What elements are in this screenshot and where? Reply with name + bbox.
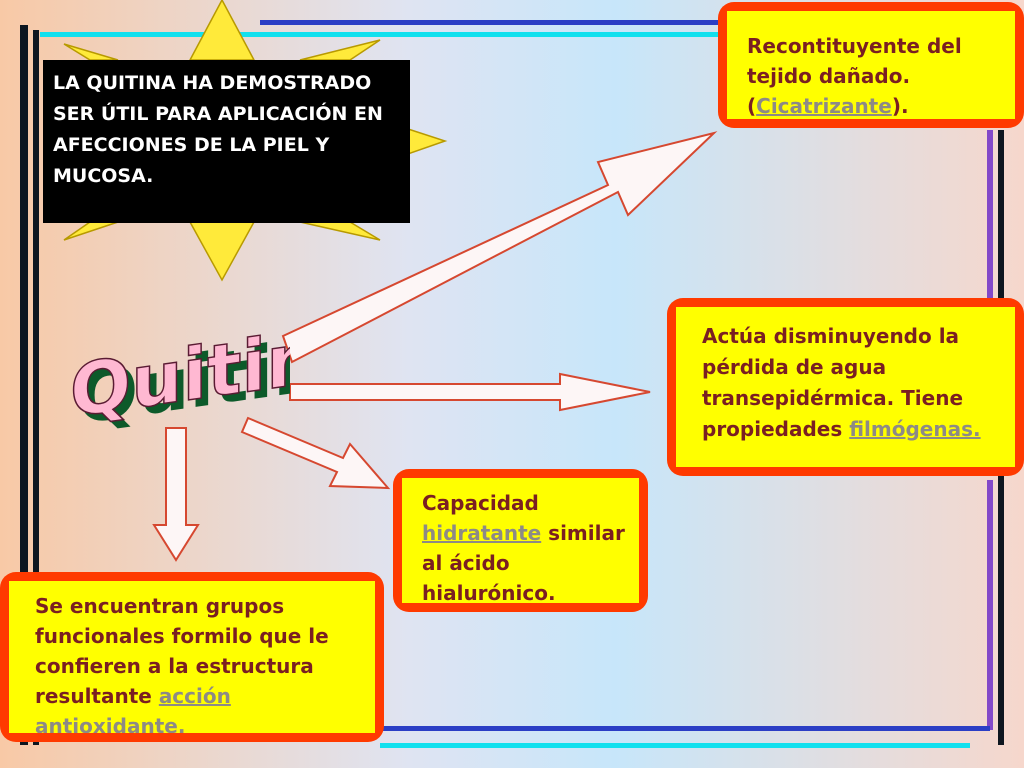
card-cicatrizante-body: Recontituyente del tejido dañado. (Cicat… (727, 11, 1015, 119)
card-cicatrizante: Recontituyente del tejido dañado. (Cicat… (718, 2, 1024, 128)
card-cicatrizante-text2: ). (891, 94, 909, 118)
card-agua-transepidermica: Actúa disminuyendo la pérdida de agua tr… (667, 298, 1024, 476)
card-capacidad-hidratante: Capacidad hidratante similar al ácido hi… (393, 469, 648, 612)
frame-top-cyan (40, 32, 730, 37)
card-antioxidante-text1: Se encuentran grupos funcionales formilo… (35, 594, 329, 708)
filmogenas-link[interactable]: filmógenas. (849, 417, 981, 441)
quitina-title: Quitina Quitina (69, 320, 290, 440)
card-capacidad-hidratante-body: Capacidad hidratante similar al ácido hi… (402, 478, 639, 603)
callout-box: LA QUITINA HA DEMOSTRADO SER ÚTIL PARA A… (43, 60, 410, 223)
quitina-text: Quitina (70, 320, 290, 435)
cicatrizante-link[interactable]: Cicatrizante (756, 94, 892, 118)
card-agua-transepidermica-body: Actúa disminuyendo la pérdida de agua tr… (676, 307, 1015, 467)
frame-right-purple-low (987, 480, 993, 730)
arrow-to-hidratacion-piel (289, 372, 651, 412)
card-agua-text1: Actúa disminuyendo la pérdida de agua tr… (702, 324, 964, 441)
card-accion-antioxidante: Se encuentran grupos funcionales formilo… (0, 572, 384, 742)
card-capacidad-text1: Capacidad (422, 491, 539, 515)
frame-bottom-blue (380, 726, 990, 731)
arrow-to-cicatrizante (281, 131, 718, 364)
hidratante-link[interactable]: hidratante (422, 521, 542, 545)
arrow-to-capacidad-hidratante (240, 416, 391, 490)
frame-bottom-cyan (380, 743, 970, 748)
frame-top-blue (260, 20, 740, 25)
callout-text: LA QUITINA HA DEMOSTRADO SER ÚTIL PARA A… (53, 72, 383, 187)
card-accion-antioxidante-body: Se encuentran grupos funcionales formilo… (9, 581, 375, 733)
frame-left-inner (33, 30, 39, 745)
arrow-to-antioxidante (152, 427, 200, 562)
card-cicatrizante-text1: Recontituyente del tejido dañado. ( (747, 34, 962, 118)
frame-left-outer (20, 25, 28, 745)
card-capacidad-text2: similar al ácido hialurónico. (422, 521, 625, 603)
frame-right-purple (987, 130, 993, 300)
antioxidante-link[interactable]: acción antioxidante. (35, 684, 231, 733)
